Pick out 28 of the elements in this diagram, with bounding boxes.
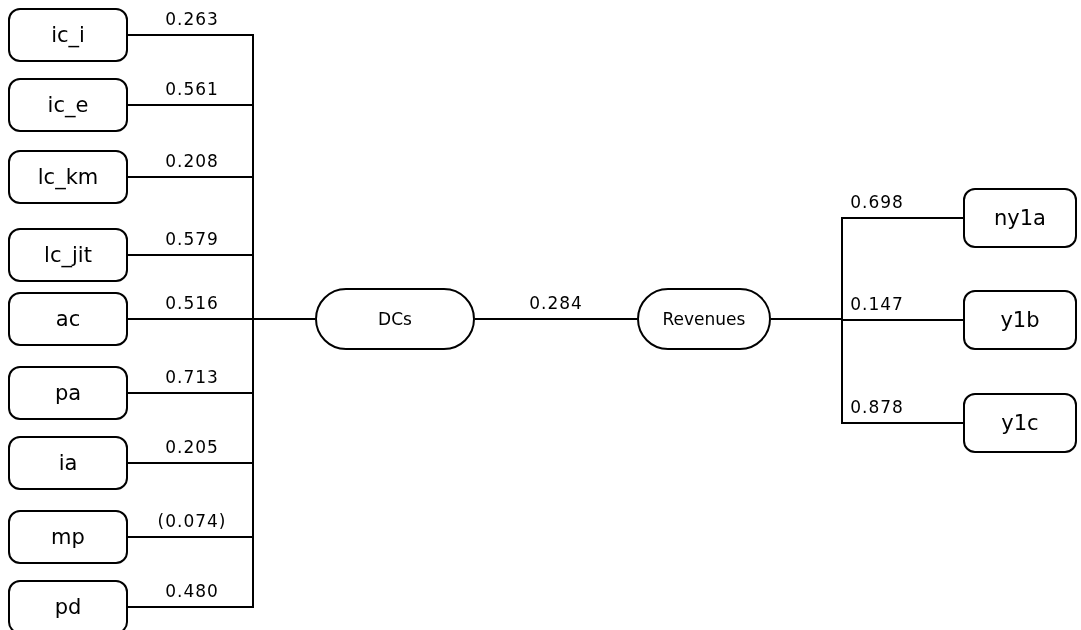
node-label: y1b <box>1000 308 1040 332</box>
connector-line <box>474 318 638 320</box>
indicator-box <box>8 228 128 282</box>
indicator-box <box>8 292 128 346</box>
node-label: lc_km <box>37 165 99 189</box>
indicator-box <box>8 580 128 630</box>
indicator-box <box>963 290 1077 350</box>
indicator-box <box>8 366 128 420</box>
node-label: ac <box>55 307 81 331</box>
node-label: mp <box>51 525 85 549</box>
node-label: pd <box>54 595 82 619</box>
connector-line <box>770 318 964 424</box>
node-label: lc_jit <box>44 243 92 267</box>
node-label: ic_e <box>47 93 89 117</box>
indicator-box <box>963 188 1077 248</box>
indicator-box <box>8 510 128 564</box>
node-label: ny1a <box>994 206 1046 230</box>
indicator-box <box>8 78 128 132</box>
node-label: Revenues <box>662 309 746 329</box>
node-label: y1c <box>1001 411 1039 435</box>
indicator-box <box>8 150 128 204</box>
node-label: ic_i <box>51 23 85 47</box>
indicator-box <box>8 436 128 490</box>
indicator-box <box>8 8 128 62</box>
indicator-box <box>963 393 1077 453</box>
node-label: ia <box>58 451 78 475</box>
node-label: DCs <box>378 309 412 329</box>
node-label: pa <box>54 381 82 405</box>
